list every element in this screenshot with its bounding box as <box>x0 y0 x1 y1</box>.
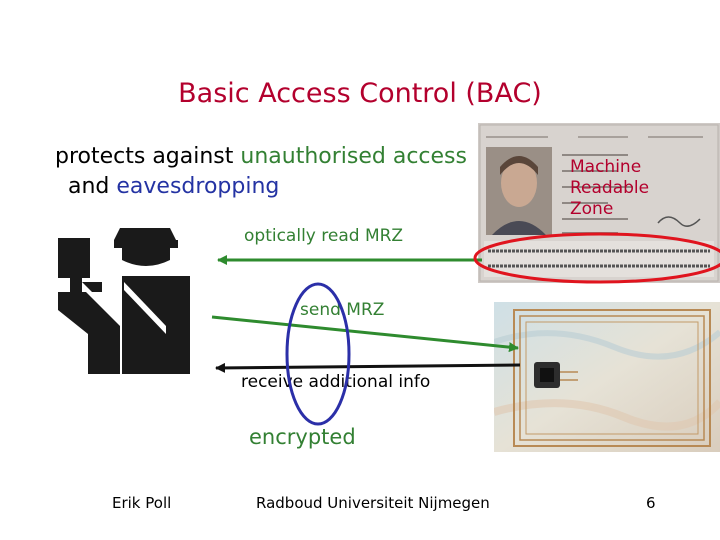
unauthorised-access-text: unauthorised access <box>240 144 467 169</box>
customs-officer-icon <box>58 228 190 374</box>
footer-organization: Radboud Universiteit Nijmegen <box>256 494 490 512</box>
optical-read-label: optically read MRZ <box>244 226 404 246</box>
receive-info-arrow <box>215 362 521 373</box>
footer-author: Erik Poll <box>112 494 172 512</box>
send-mrz-arrow <box>211 315 519 353</box>
mrz-label: Machine Readable Zone <box>570 157 649 220</box>
bullet-line-2-prefix: and <box>68 174 117 199</box>
encrypted-label: encrypted <box>249 425 356 449</box>
mrz-label-line-1: Machine <box>570 157 642 177</box>
mrz-label-line-3: Zone <box>570 199 614 219</box>
rfid-chip-photo <box>494 302 720 452</box>
page-number: 6 <box>646 494 656 512</box>
mrz-label-line-2: Readable <box>570 178 650 198</box>
bullet-line-2: and eavesdropping <box>68 174 279 199</box>
encryption-highlight-oval <box>285 282 351 426</box>
eavesdropping-text: eavesdropping <box>116 174 280 199</box>
slide-title: Basic Access Control (BAC) <box>178 78 542 109</box>
bullet-line-1: protects against unauthorised access <box>55 144 467 169</box>
bullet-line-1-prefix: protects against <box>55 144 241 169</box>
mrz-highlight-oval <box>473 232 720 284</box>
passport-photo <box>478 123 720 283</box>
